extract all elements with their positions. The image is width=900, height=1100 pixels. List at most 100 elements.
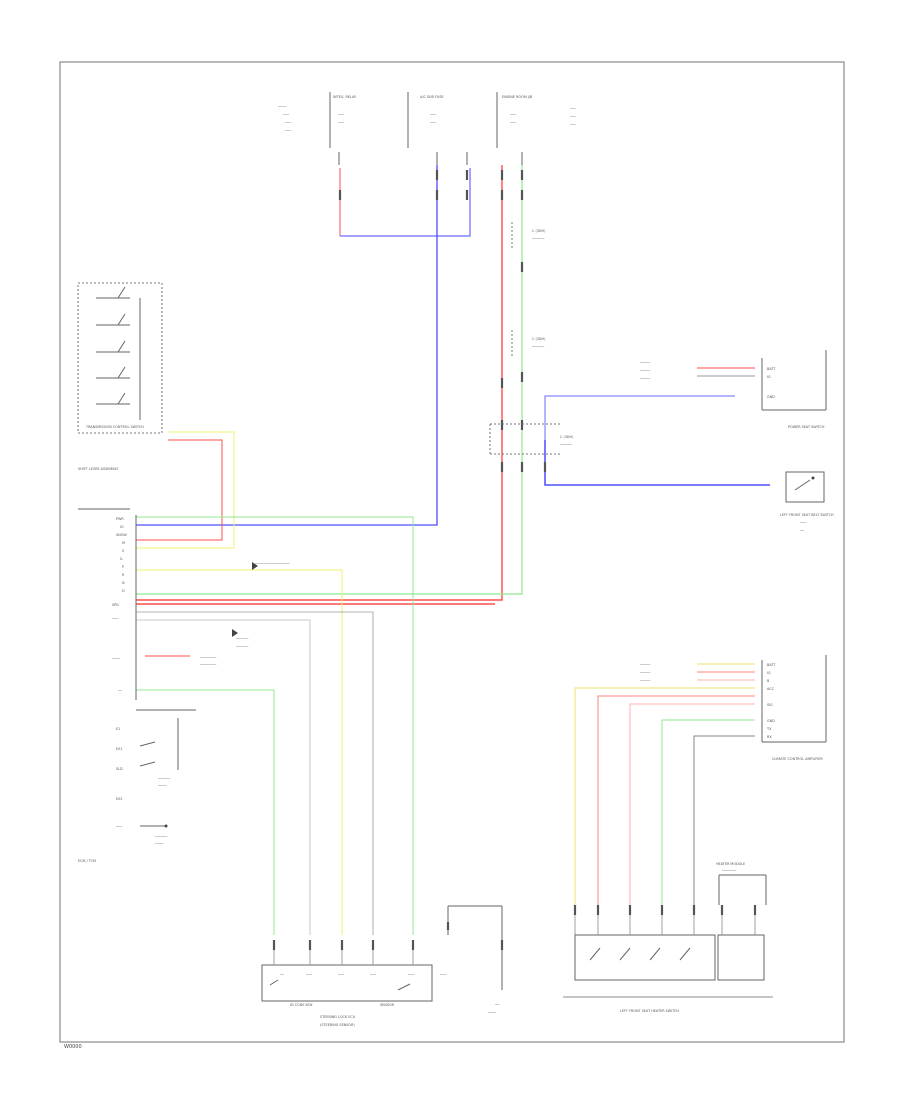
fuse-label-b: A/C SUB FUSE	[420, 95, 444, 99]
svg-text:───: ───	[115, 825, 123, 829]
lower-pin-2: SLD	[116, 767, 123, 771]
svg-text:────: ────	[487, 1011, 497, 1015]
steering-label-a: ID CODE BOX	[290, 1003, 313, 1007]
transmission-switch-subtitle: SHIFT LEVER ASSEMBLY	[78, 467, 119, 471]
left-pin-10: SPD	[112, 603, 119, 607]
svg-text:─────: ─────	[639, 361, 651, 365]
svg-text:───: ───	[337, 121, 345, 125]
wire-blue-right-lower	[544, 440, 770, 486]
svg-text:───────: ───────	[721, 869, 737, 873]
bottom-right-drops	[273, 915, 756, 965]
left-pin-0: PWR	[116, 517, 124, 521]
wire-gray-a	[136, 611, 374, 935]
wire-green-sw	[136, 689, 275, 935]
svg-text:─────: ─────	[639, 679, 651, 683]
wire-red-main	[136, 165, 503, 601]
svg-text:───: ───	[429, 113, 437, 117]
power-seat-pin-1: IG	[767, 375, 771, 379]
svg-text:──────: ──────	[154, 835, 168, 839]
climate-module: BATT IG B ACC SIG GND TX RX CLIMATE CONT…	[639, 655, 827, 761]
climate-pin-4: SIG	[767, 703, 773, 707]
svg-text:────────: ────────	[199, 656, 217, 660]
svg-text:──: ──	[799, 529, 805, 533]
seat-belt-switch: LEFT FRONT SEAT BELT SWITCH ─── ──	[780, 471, 834, 533]
svg-text:───: ───	[305, 973, 313, 977]
svg-text:──: ──	[117, 689, 123, 693]
svg-text:───: ───	[429, 121, 437, 125]
seat-heater-switch: HEATER MODULE ─────── LEFT FRONT SEAT HE…	[563, 862, 773, 1013]
seat-heater-title: LEFT FRONT SEAT HEATER SWITCH	[620, 1009, 679, 1013]
left-pin-6: P	[122, 565, 124, 569]
climate-pin-1: IG	[767, 671, 771, 675]
wire-red-loop	[136, 439, 223, 541]
svg-text:─────: ─────	[639, 369, 651, 373]
connector-marks	[338, 170, 547, 472]
svg-text:─────────────────: ─────────────────	[254, 562, 291, 566]
steering-subtitle: (STEERING SENSOR)	[320, 1023, 355, 1027]
svg-text:──: ──	[279, 973, 285, 977]
left-module: PWR IG SNOW M S S- P R N D SPD ─── ──── …	[78, 508, 291, 700]
svg-text:───: ───	[284, 121, 292, 125]
wire-yellow-loop	[136, 431, 235, 549]
svg-text:───: ───	[439, 973, 447, 977]
bottom-left-marks	[272, 922, 504, 950]
arrow-icon-2	[232, 629, 238, 637]
svg-text:──────: ──────	[235, 637, 249, 641]
power-seat-title: POWER SEAT SWITCH	[788, 425, 825, 429]
svg-text:───: ───	[569, 107, 577, 111]
wire-blue-main	[136, 165, 438, 526]
outer-frame	[59, 61, 845, 1043]
power-seat-pin-2: GND	[767, 395, 775, 399]
wire-green-long	[136, 516, 414, 935]
svg-text:──────: ──────	[531, 237, 545, 241]
svg-text:──────: ──────	[531, 345, 545, 349]
left-pin-9: D	[122, 589, 125, 593]
wire-pink-climate	[629, 703, 755, 905]
bottom-right-marks	[573, 905, 757, 915]
svg-text:───: ───	[284, 129, 292, 133]
arrow-icon-1	[252, 562, 258, 570]
left-module-footer: ECM / TCM	[78, 859, 96, 863]
svg-text:────: ────	[154, 842, 164, 846]
left-pin-1: IG	[120, 525, 124, 529]
svg-text:───: ───	[111, 617, 119, 621]
lower-pin-1: E01	[116, 747, 122, 751]
connector-label-2: C (3DH)	[532, 337, 546, 341]
svg-text:───: ───	[369, 973, 377, 977]
svg-text:───: ───	[569, 115, 577, 119]
svg-text:────────: ────────	[199, 663, 217, 667]
connector-dash-group	[489, 222, 560, 455]
transmission-switch-title: TRANSMISSION CONTROL SWITCH	[85, 425, 144, 429]
footer-code: W0000	[64, 1044, 82, 1050]
svg-text:───: ───	[337, 113, 345, 117]
svg-text:─────: ─────	[639, 663, 651, 667]
wire-blue-right-upper	[544, 395, 735, 440]
svg-text:───: ───	[407, 973, 415, 977]
wire-green-main	[136, 165, 523, 595]
left-pin-7: R	[122, 573, 125, 577]
climate-pin-6: TX	[766, 727, 772, 731]
svg-text:─────: ─────	[639, 671, 651, 675]
svg-text:───: ───	[569, 123, 577, 127]
connector-label-1: C (3DH)	[532, 229, 546, 233]
seat-belt-title: LEFT FRONT SEAT BELT SWITCH	[780, 513, 834, 517]
steering-ecu: ── ─── ─── ─── ─── ─── ID CODE BOX SENSO…	[261, 905, 503, 1027]
wire-blue-top	[340, 168, 471, 237]
heater-module-label: HEATER MODULE	[716, 862, 745, 866]
climate-title: CLIMATE CONTROL AMPLIFIER	[772, 757, 823, 761]
climate-pin-0: BATT	[767, 663, 776, 667]
left-pin-2: SNOW	[116, 533, 127, 537]
svg-text:────: ────	[111, 657, 121, 661]
climate-pin-5: GND	[767, 719, 775, 723]
wire-gray-climate	[693, 735, 755, 905]
svg-text:────: ────	[157, 784, 167, 788]
wire-green-climate	[661, 719, 755, 905]
climate-pin-2: B	[767, 679, 770, 683]
svg-text:──────: ──────	[157, 777, 171, 781]
climate-pin-7: RX	[767, 735, 772, 739]
fuse-group-c: ENGINE ROOM J/B ─── ─── ─── ─── ───	[496, 92, 577, 165]
lower-pin-0: E1	[116, 727, 120, 731]
svg-text:─────: ─────	[639, 377, 651, 381]
fuse-group-b: A/C SUB FUSE ─── ───	[407, 92, 468, 165]
